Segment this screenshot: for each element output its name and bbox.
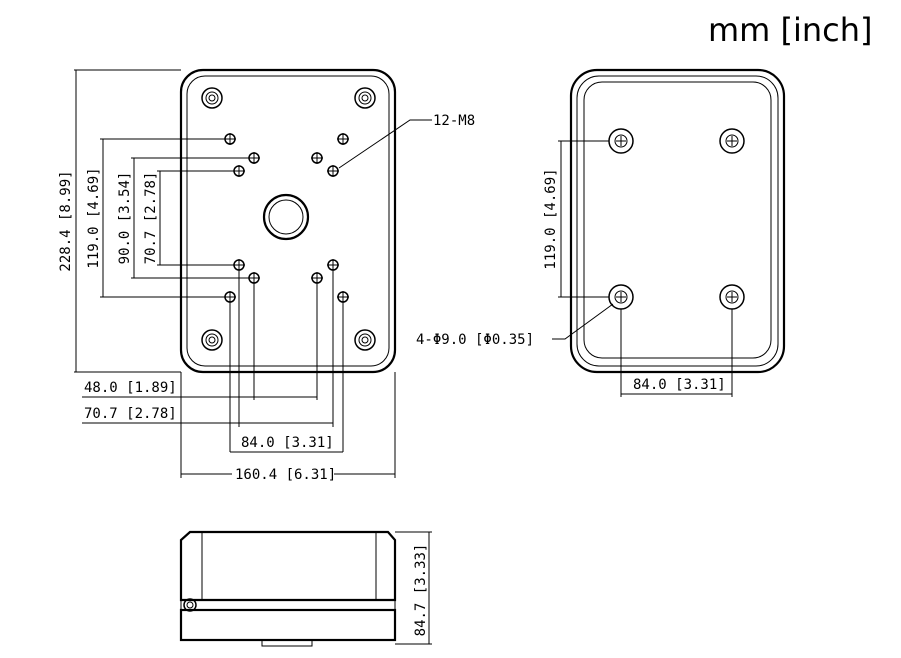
dim84-label: 84.0 [3.31] xyxy=(241,435,334,451)
m8-hole xyxy=(248,272,260,284)
m8-holes xyxy=(224,133,349,303)
depth-label: 84.7 [3.33] xyxy=(413,544,429,637)
side-bottom-foot xyxy=(261,639,313,647)
m8-hole xyxy=(248,152,260,164)
m8-hole xyxy=(311,272,323,284)
dim119-label: 119.0 [4.69] xyxy=(86,167,102,268)
phi-leader xyxy=(552,303,614,340)
phi-callout: 4-Φ9.0 [Φ0.35] xyxy=(416,332,534,348)
side-bottom-body xyxy=(179,608,397,642)
m8-hole xyxy=(327,165,339,177)
corner-boss-top-right xyxy=(354,87,376,109)
back-dim84-label: 84.0 [3.31] xyxy=(633,377,726,393)
corner-boss-bottom-right xyxy=(354,329,376,351)
side-seam-band xyxy=(180,599,396,611)
side-view: 84.7 [3.33] xyxy=(179,530,432,647)
width-total-label: 160.4 [6.31] xyxy=(235,467,336,483)
cable-entry-inner xyxy=(268,199,304,235)
m8-hole xyxy=(233,165,245,177)
m8-hole xyxy=(327,259,339,271)
front-view: 12-M8 228.4 [8.99] 119.0 [4.69] 90.0 [3.… xyxy=(58,68,475,483)
side-hinge-boss xyxy=(183,598,197,612)
side-top-body xyxy=(179,530,397,602)
m8-hole xyxy=(224,291,236,303)
cable-entry-outer xyxy=(262,193,310,241)
back-inner-outline xyxy=(576,75,779,367)
m8-callout: 12-M8 xyxy=(433,113,475,129)
side-hinge-pin xyxy=(186,601,194,609)
m8-leader xyxy=(338,119,432,169)
m8-hole xyxy=(233,259,245,271)
mount-hole-top-left xyxy=(608,128,634,154)
back-outer-outline xyxy=(569,68,786,374)
corner-boss-top-left xyxy=(201,87,223,109)
units-label: mm [inch] xyxy=(708,11,873,49)
mount-hole-top-right xyxy=(719,128,745,154)
front-inner-outline xyxy=(186,75,390,367)
dim707v-label: 70.7 [2.78] xyxy=(143,172,159,265)
back-panel-outline xyxy=(583,81,772,359)
height-total-label: 228.4 [8.99] xyxy=(58,170,74,271)
m8-hole xyxy=(337,291,349,303)
dim707h-label: 70.7 [2.78] xyxy=(84,406,177,422)
back-view: 119.0 [4.69] 84.0 [3.31] 4-Φ9.0 [Φ0.35] xyxy=(416,68,786,397)
m8-hole xyxy=(311,152,323,164)
front-outer-outline xyxy=(179,68,397,374)
m8-hole xyxy=(337,133,349,145)
dim48-label: 48.0 [1.89] xyxy=(84,380,177,396)
back-dim119-label: 119.0 [4.69] xyxy=(543,168,559,269)
m8-hole xyxy=(224,133,236,145)
mount-hole-bottom-left xyxy=(608,284,634,310)
mount-hole-bottom-right xyxy=(719,284,745,310)
dim90-label: 90.0 [3.54] xyxy=(117,172,133,265)
corner-boss-bottom-left xyxy=(201,329,223,351)
